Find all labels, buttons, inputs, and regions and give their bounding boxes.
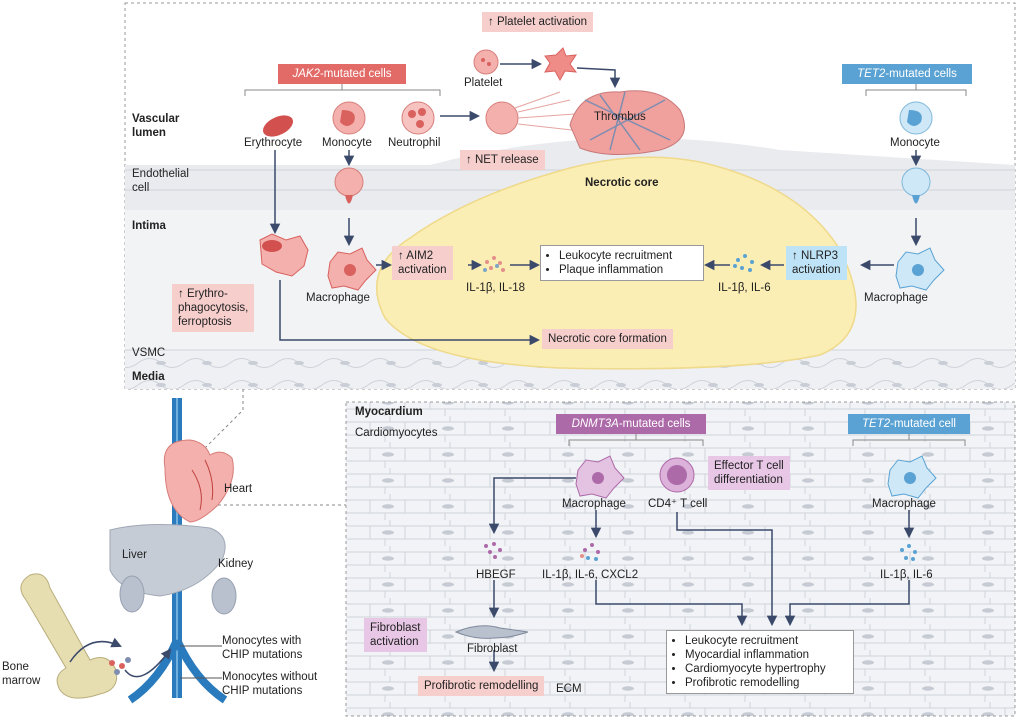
macrophage-label-bottom-right: Macrophage	[872, 498, 936, 510]
ecm-label: ECM	[556, 683, 582, 695]
platelet-activation-box: ↑ Platelet activation	[482, 12, 594, 32]
necrotic-core-formation-box: Necrotic core formation	[542, 329, 673, 349]
neutrophil-label: Neutrophil	[388, 137, 441, 149]
thrombus-label: Thrombus	[594, 111, 646, 123]
tet2-mutated-label-top: TET2-mutated cells	[842, 64, 972, 84]
top-outcomes-box: Leukocyte recruitmentPlaque inflammation	[540, 245, 704, 281]
il-mid-label: IL-1β, IL-6, CXCL2	[542, 569, 639, 581]
erythrocyte-label: Erythrocyte	[244, 137, 303, 149]
fibroblast-label: Fibroblast	[467, 643, 518, 655]
erythrocyte-shape	[263, 115, 293, 137]
kidney-right	[211, 577, 237, 615]
macrophage-label-left: Macrophage	[306, 292, 370, 304]
cd4-t-cell-label: CD4⁺ T cell	[648, 498, 708, 510]
region-myocardium: Myocardium	[355, 406, 423, 418]
platelet-label: Platelet	[464, 77, 503, 89]
erythrophagocytosis-box: ↑ Erythro-phagocytosis,ferroptosis	[172, 284, 255, 332]
il-right-bottom-label: IL-1β, IL-6	[880, 569, 933, 581]
region-media: Media	[132, 371, 165, 383]
jak2-mutated-label: JAK2-mutated cells	[278, 64, 406, 84]
hbegf-label: HBEGF	[476, 569, 516, 581]
heart-shape	[163, 439, 234, 523]
necrotic-core-label: Necrotic core	[585, 177, 659, 189]
macrophage-label-right: Macrophage	[864, 292, 928, 304]
liver-label: Liver	[122, 549, 147, 561]
region-cardiomyocytes: Cardiomyocytes	[355, 427, 438, 439]
il-right-label: IL-1β, IL-6	[718, 282, 771, 294]
macrophage-label-bottom-left: Macrophage	[562, 498, 626, 510]
bottom-outcomes-box: Leukocyte recruitmentMyocardial inflamma…	[666, 630, 854, 694]
net-release-box: ↑ NET release	[460, 150, 545, 170]
tet2-mutated-label-bottom: TET2-mutated cell	[848, 414, 970, 434]
heart-label: Heart	[224, 483, 253, 495]
monocyte-label-right: Monocyte	[890, 137, 940, 149]
kidney-label: Kidney	[218, 558, 254, 570]
region-vsmc: VSMC	[132, 347, 166, 359]
il-left-label: IL-1β, IL-18	[466, 282, 526, 294]
monocyte-label-left: Monocyte	[322, 137, 372, 149]
kidney-left	[119, 575, 145, 613]
dnmt3a-mutated-label: DNMT3A-mutated cells	[556, 414, 706, 434]
region-intima: Intima	[132, 220, 166, 232]
profibrotic-remodelling-box: Profibrotic remodelling	[418, 676, 545, 696]
